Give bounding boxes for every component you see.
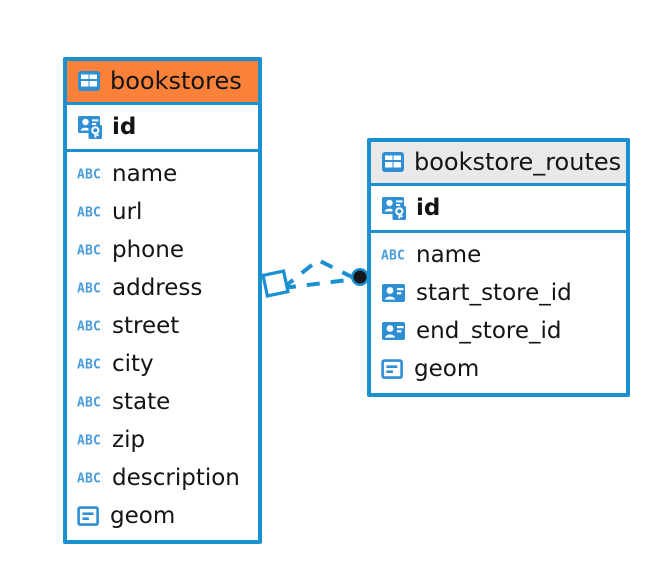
field-label-end-store-id: end_store_id <box>416 318 562 344</box>
abc-text-icon: ABC <box>77 244 101 259</box>
field-row-id[interactable]: id <box>67 105 258 149</box>
entity-table-bookstore-routes[interactable]: bookstore_routes id <box>367 138 630 397</box>
entity-header-bookstores[interactable]: bookstores <box>67 61 258 105</box>
fields-section-bookstore-routes: ABC name start_store_id <box>371 233 626 393</box>
primary-key-icon <box>382 197 406 220</box>
svg-text:ABC: ABC <box>77 282 101 297</box>
field-row-phone[interactable]: ABC phone <box>67 231 258 269</box>
field-label-id: id <box>112 114 137 140</box>
primary-key-section-bookstore-routes: id <box>371 186 626 233</box>
field-row-start-store-id[interactable]: start_store_id <box>371 274 626 312</box>
svg-text:ABC: ABC <box>77 206 101 221</box>
primary-key-section-bookstores: id <box>67 105 258 152</box>
abc-text-icon: ABC <box>77 434 101 449</box>
primary-key-icon <box>78 116 102 139</box>
diamond-marker <box>261 269 290 298</box>
field-row-name[interactable]: ABC name <box>371 236 626 274</box>
abc-text-icon: ABC <box>77 320 101 335</box>
abc-text-icon: ABC <box>77 282 101 297</box>
field-label-name: name <box>416 242 482 268</box>
field-label-street: street <box>112 313 180 339</box>
geometry-icon <box>77 506 99 526</box>
field-label-zip: zip <box>112 427 146 453</box>
field-row-geom[interactable]: geom <box>371 350 626 388</box>
field-label-description: description <box>112 465 240 491</box>
field-label-geom: geom <box>414 356 480 382</box>
svg-text:ABC: ABC <box>77 320 101 335</box>
field-row-state[interactable]: ABC state <box>67 383 258 421</box>
svg-text:ABC: ABC <box>77 396 101 411</box>
entity-header-bookstore-routes[interactable]: bookstore_routes <box>371 142 626 186</box>
svg-text:ABC: ABC <box>77 472 101 487</box>
abc-text-icon: ABC <box>77 396 101 411</box>
field-label-start-store-id: start_store_id <box>416 280 572 306</box>
field-row-zip[interactable]: ABC zip <box>67 421 258 459</box>
field-label-name: name <box>112 161 178 187</box>
svg-text:ABC: ABC <box>77 244 101 259</box>
abc-text-icon: ABC <box>77 472 101 487</box>
field-label-state: state <box>112 389 171 415</box>
field-row-geom[interactable]: geom <box>67 497 258 535</box>
field-label-phone: phone <box>112 237 184 263</box>
field-row-name[interactable]: ABC name <box>67 155 258 193</box>
entity-title-bookstores: bookstores <box>110 67 242 95</box>
foreign-key-icon <box>382 322 405 340</box>
svg-text:ABC: ABC <box>381 249 405 264</box>
relationship-line-upper <box>281 257 357 290</box>
field-label-id: id <box>416 195 441 221</box>
abc-text-icon: ABC <box>77 168 101 183</box>
foreign-key-icon <box>382 284 405 302</box>
abc-text-icon: ABC <box>381 249 405 264</box>
entity-table-bookstores[interactable]: bookstores id <box>63 57 262 544</box>
field-row-address[interactable]: ABC address <box>67 269 258 307</box>
table-icon <box>78 71 100 91</box>
fields-section-bookstores: ABC name ABC url ABC phone ABC <box>67 152 258 540</box>
svg-text:ABC: ABC <box>77 434 101 449</box>
field-row-street[interactable]: ABC street <box>67 307 258 345</box>
field-label-geom: geom <box>110 503 176 529</box>
abc-text-icon: ABC <box>77 206 101 221</box>
abc-text-icon: ABC <box>77 358 101 373</box>
svg-text:ABC: ABC <box>77 358 101 373</box>
table-icon <box>382 152 404 172</box>
field-row-id[interactable]: id <box>371 186 626 230</box>
svg-text:ABC: ABC <box>77 168 101 183</box>
field-row-url[interactable]: ABC url <box>67 193 258 231</box>
field-row-end-store-id[interactable]: end_store_id <box>371 312 626 350</box>
geometry-icon <box>381 359 403 379</box>
field-label-address: address <box>112 275 203 301</box>
relationship-line-lower <box>282 277 357 290</box>
field-row-description[interactable]: ABC description <box>67 459 258 497</box>
field-row-city[interactable]: ABC city <box>67 345 258 383</box>
field-label-city: city <box>112 351 154 377</box>
field-label-url: url <box>112 199 143 225</box>
entity-title-bookstore-routes: bookstore_routes <box>414 148 622 176</box>
